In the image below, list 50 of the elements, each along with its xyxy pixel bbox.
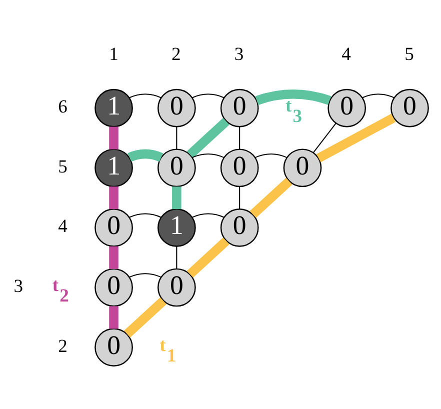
label: 4 (58, 216, 68, 237)
node-circle: 0 (390, 88, 429, 127)
node-circle: 0 (94, 208, 133, 246)
label: 1 (109, 44, 118, 65)
connector (239, 186, 240, 209)
connector (312, 122, 336, 153)
connector (129, 272, 162, 278)
connector (176, 246, 178, 268)
connector (255, 152, 288, 158)
node-circle: 0 (94, 268, 133, 306)
connector (239, 126, 240, 149)
connector (109, 126, 118, 149)
connector (192, 212, 224, 218)
connector (186, 237, 230, 278)
connector (250, 177, 292, 218)
label: 2 (58, 335, 68, 356)
connector (186, 117, 230, 158)
label: 6 (58, 96, 68, 118)
connector (192, 152, 224, 158)
node-circle: 0 (283, 148, 322, 187)
label: 3 (234, 44, 244, 65)
node-circle: 0 (220, 148, 259, 187)
label: 3 (14, 276, 24, 297)
node-circle: 0 (328, 88, 366, 127)
connector (129, 93, 162, 98)
connector (255, 89, 331, 104)
node-circle: 0 (158, 268, 196, 306)
connector (176, 126, 178, 149)
connector (109, 186, 118, 209)
node-circle: 0 (220, 88, 259, 127)
connector (124, 296, 166, 337)
label: 4 (342, 44, 351, 65)
connector (129, 212, 162, 218)
node-circle: 1 (94, 88, 133, 127)
label: 5 (404, 44, 414, 65)
node-circle: 0 (220, 208, 259, 246)
node-circle: 1 (94, 148, 133, 187)
connector (362, 93, 394, 98)
label: 2 (172, 44, 181, 65)
node-circle: 0 (94, 328, 133, 366)
connector (172, 186, 182, 209)
node-circle: 1 (158, 208, 196, 246)
connector (109, 306, 118, 328)
connector (109, 246, 118, 268)
connector (316, 113, 396, 162)
connector (128, 148, 163, 162)
node-circle: 0 (158, 148, 196, 187)
node-circle: 0 (158, 88, 196, 127)
connector (192, 93, 224, 98)
label: 5 (58, 156, 68, 177)
